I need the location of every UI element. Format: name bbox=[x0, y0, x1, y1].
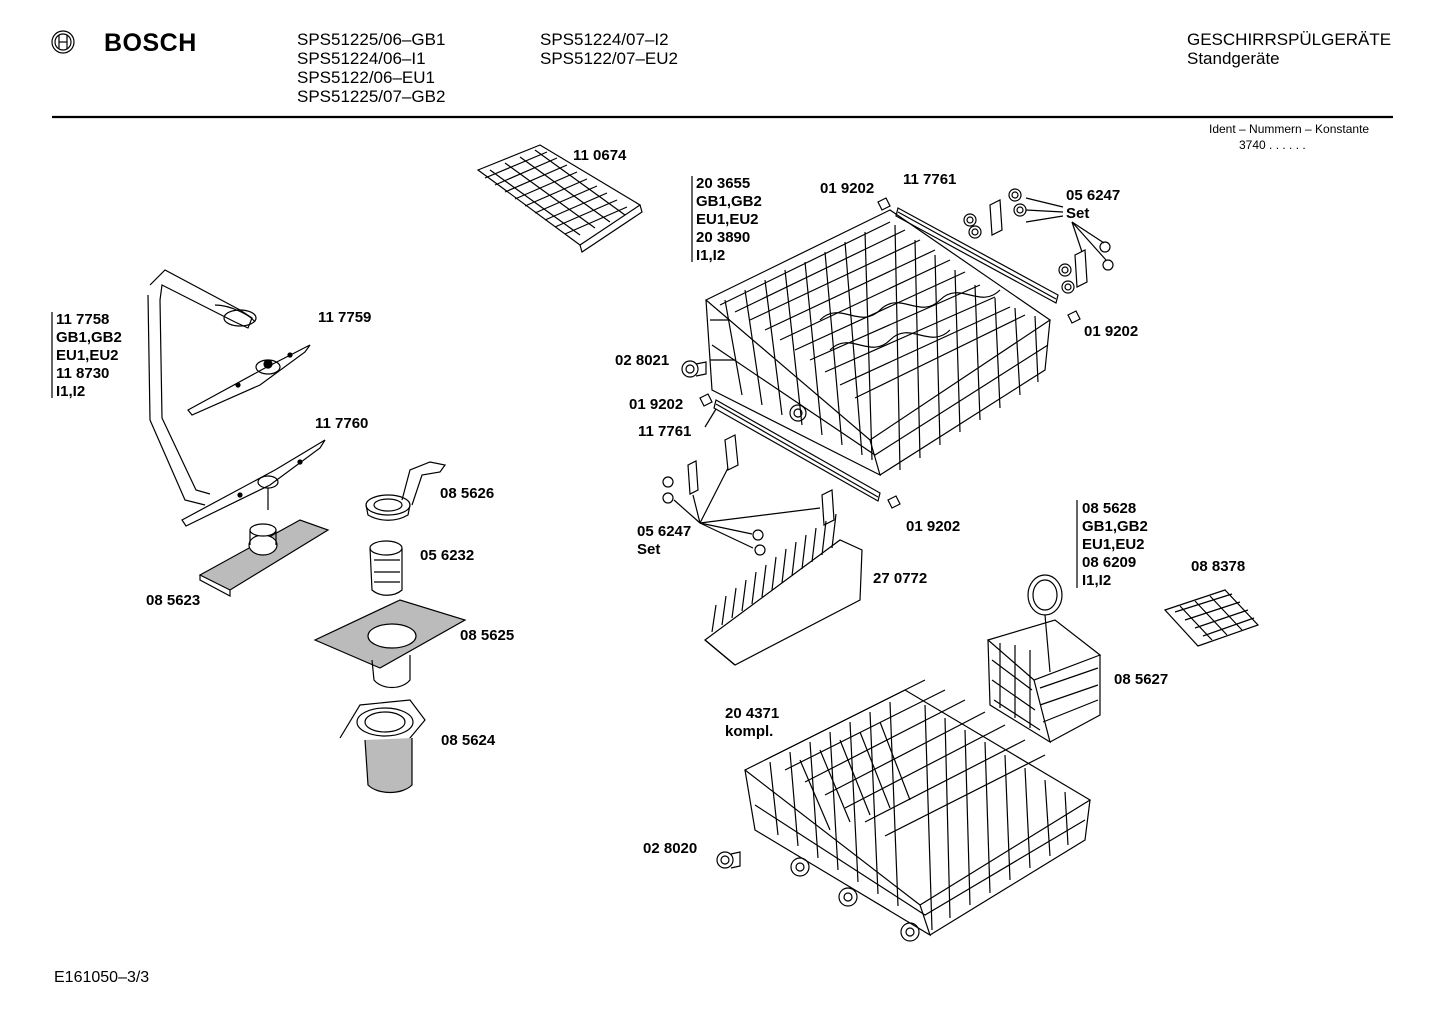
model-item: SPS51225/07–GB2 bbox=[297, 87, 446, 106]
callout-line: I1,I2 bbox=[1082, 572, 1112, 589]
callout-019202-right: 01 9202 bbox=[1084, 323, 1139, 340]
callout-117758: 11 7758 GB1,GB2 EU1,EU2 11 8730 I1,I2 bbox=[56, 311, 122, 401]
callout-028020: 02 8020 bbox=[643, 840, 698, 857]
wheel-upper-part bbox=[681, 360, 707, 378]
roller-set-left-part bbox=[662, 434, 835, 556]
callout-line: 08 5628 bbox=[1082, 500, 1137, 517]
model-list-2: SPS51224/07–I2 SPS5122/07–EU2 bbox=[540, 30, 678, 68]
filter-ring-part bbox=[365, 461, 447, 521]
category-block: GESCHIRRSPÜLGERÄTE Standgeräte bbox=[1187, 30, 1391, 68]
brand-name: BOSCH bbox=[104, 29, 197, 57]
callout-line: Set bbox=[637, 541, 661, 558]
callout-085627: 08 5627 bbox=[1114, 671, 1169, 688]
callout-line: 20 4371 bbox=[725, 705, 780, 722]
clip-left-part bbox=[699, 393, 713, 407]
model-item: SPS5122/06–EU1 bbox=[297, 68, 435, 87]
callout-088378: 08 8378 bbox=[1191, 558, 1246, 575]
callout-117760: 11 7760 bbox=[315, 415, 369, 432]
callout-117759: 11 7759 bbox=[318, 309, 372, 326]
callout-line: 05 6247 bbox=[1066, 187, 1121, 204]
roller-set-top-part bbox=[963, 188, 1114, 294]
cutlery-rack-part bbox=[476, 144, 643, 253]
callout-line: 20 3655 bbox=[696, 175, 751, 192]
clip-top-part bbox=[877, 197, 891, 211]
callout-line: kompl. bbox=[725, 723, 774, 740]
callout-line: 11 7758 bbox=[56, 311, 110, 328]
callout-117761-left: 11 7761 bbox=[638, 423, 692, 440]
cutlery-insert-part bbox=[1163, 589, 1260, 647]
callout-110674: 11 0674 bbox=[573, 147, 627, 164]
callout-line: 08 6209 bbox=[1082, 554, 1137, 571]
lower-spray-arm-part bbox=[181, 439, 326, 527]
model-list-1: SPS51225/06–GB1 SPS51224/06–I1 SPS5122/0… bbox=[297, 30, 445, 106]
model-item: SPS51224/06–I1 bbox=[297, 49, 426, 68]
callout-line: EU1,EU2 bbox=[1082, 536, 1145, 553]
callout-085628: 08 5628 GB1,GB2 EU1,EU2 08 6209 I1,I2 bbox=[1082, 500, 1148, 590]
callout-204371: 20 4371 kompl. bbox=[725, 705, 779, 741]
callout-019202-left: 01 9202 bbox=[629, 396, 684, 413]
category-title: GESCHIRRSPÜLGERÄTE bbox=[1187, 30, 1392, 49]
callout-line: Set bbox=[1066, 205, 1090, 222]
upper-basket-part bbox=[704, 209, 1052, 477]
callout-line: I1,I2 bbox=[696, 247, 726, 264]
model-item: SPS51225/06–GB1 bbox=[297, 30, 446, 49]
spray-arm-feed-part bbox=[147, 269, 257, 506]
micro-filter-part bbox=[369, 540, 403, 596]
upper-spray-arm-part bbox=[187, 344, 311, 416]
callout-028021: 02 8021 bbox=[615, 352, 670, 369]
callout-line: 20 3890 bbox=[696, 229, 751, 246]
cutlery-basket-part bbox=[986, 574, 1102, 744]
rail-top-part bbox=[895, 207, 1059, 304]
clip-bottom-part bbox=[887, 495, 901, 509]
callout-line: EU1,EU2 bbox=[56, 347, 119, 364]
callout-line: EU1,EU2 bbox=[696, 211, 759, 228]
callout-line: GB1,GB2 bbox=[696, 193, 762, 210]
fine-filter-plate-part bbox=[198, 519, 330, 597]
ident-value: 3740 . . . . . . bbox=[1239, 138, 1306, 152]
callout-056247-left: 05 6247 Set bbox=[637, 523, 691, 559]
callout-019202-top: 01 9202 bbox=[820, 180, 875, 197]
callout-line: GB1,GB2 bbox=[1082, 518, 1148, 535]
ident-label: Ident – Nummern – Konstante bbox=[1209, 122, 1370, 136]
callout-270772: 27 0772 bbox=[873, 570, 928, 587]
callout-line: I1,I2 bbox=[56, 383, 86, 400]
callout-085625: 08 5625 bbox=[460, 627, 515, 644]
category-subtitle: Standgeräte bbox=[1187, 49, 1280, 68]
model-item: SPS5122/07–EU2 bbox=[540, 49, 678, 68]
lower-basket-part bbox=[743, 679, 1092, 942]
callout-line: 11 8730 bbox=[56, 365, 110, 382]
callout-line: GB1,GB2 bbox=[56, 329, 122, 346]
clip-right-part bbox=[1067, 310, 1081, 324]
coarse-filter-part bbox=[339, 699, 426, 794]
callout-203655: 20 3655 GB1,GB2 EU1,EU2 20 3890 I1,I2 bbox=[696, 175, 762, 265]
model-item: SPS51224/07–I2 bbox=[540, 30, 669, 49]
callout-085626: 08 5626 bbox=[440, 485, 495, 502]
flat-filter-part bbox=[313, 599, 467, 689]
rail-lower-part bbox=[704, 399, 881, 502]
wheel-lower-part bbox=[716, 851, 741, 869]
document-id: E161050–3/3 bbox=[54, 969, 150, 986]
callout-056247-top: 05 6247 Set bbox=[1066, 187, 1120, 223]
callout-line: 05 6247 bbox=[637, 523, 692, 540]
callout-019202-bottom: 01 9202 bbox=[906, 518, 961, 535]
callout-056232: 05 6232 bbox=[420, 547, 475, 564]
tine-insert-part bbox=[704, 513, 863, 666]
callout-085623: 08 5623 bbox=[146, 592, 201, 609]
callout-117761-top: 11 7761 bbox=[903, 171, 957, 188]
callout-085624: 08 5624 bbox=[441, 732, 496, 749]
bosch-logo-icon bbox=[51, 30, 75, 54]
